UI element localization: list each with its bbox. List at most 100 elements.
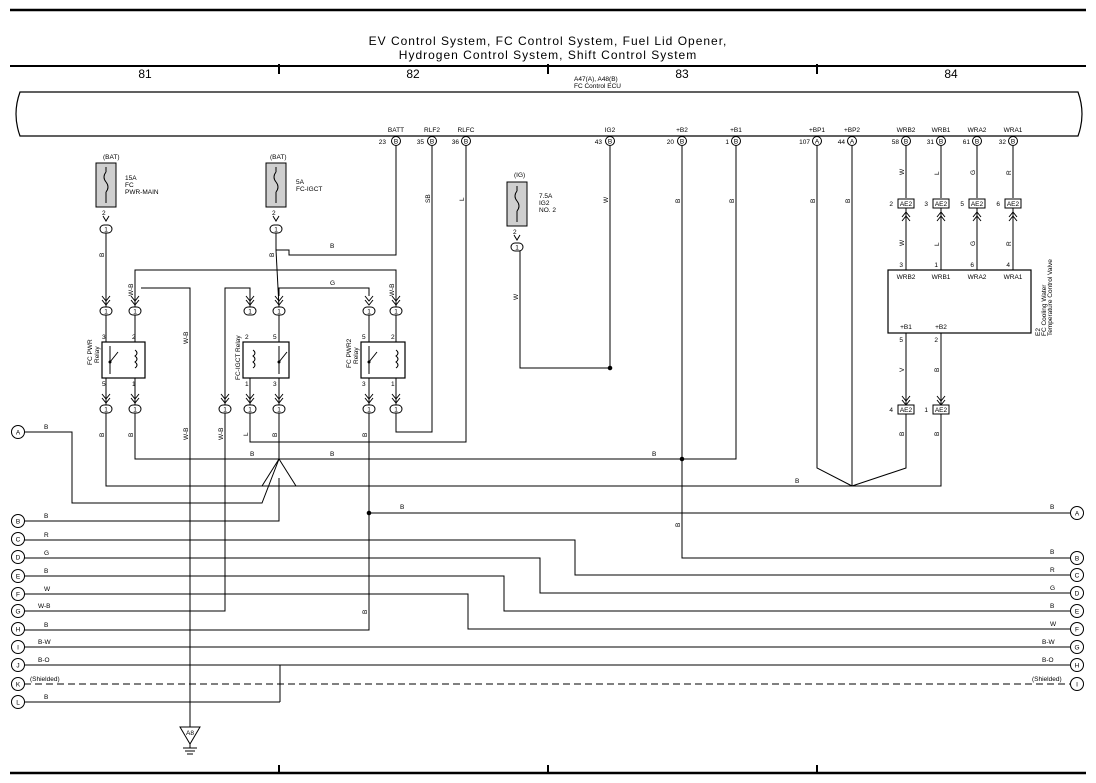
- svg-text:107: 107: [799, 139, 810, 146]
- svg-text:B: B: [362, 610, 369, 614]
- svg-text:(Shielded): (Shielded): [30, 676, 60, 683]
- svg-text:3: 3: [924, 201, 928, 208]
- svg-text:WRA1: WRA1: [1004, 127, 1023, 134]
- svg-text:B: B: [430, 139, 434, 146]
- svg-text:PWR-MAIN: PWR-MAIN: [125, 189, 159, 196]
- svg-text:1: 1: [274, 227, 278, 234]
- svg-text:B: B: [934, 368, 941, 372]
- svg-text:G: G: [1050, 585, 1055, 592]
- svg-text:Relay: Relay: [94, 346, 101, 363]
- svg-text:20: 20: [667, 139, 675, 146]
- ecu-name-label: FC Control ECU: [574, 83, 621, 90]
- svg-text:NO. 2: NO. 2: [539, 207, 556, 214]
- svg-text:B: B: [795, 478, 799, 485]
- svg-text:K: K: [16, 682, 21, 689]
- svg-text:L: L: [934, 171, 941, 175]
- svg-text:1: 1: [394, 407, 398, 414]
- svg-text:1: 1: [248, 407, 252, 414]
- svg-text:H: H: [16, 627, 21, 634]
- svg-text:2: 2: [934, 337, 938, 344]
- wire-color-labels: B W-B W-B B B G W-B SB L W B B B B W B B…: [44, 168, 1013, 614]
- svg-text:B: B: [250, 451, 254, 458]
- svg-text:5: 5: [960, 201, 964, 208]
- svg-text:+B2: +B2: [935, 324, 947, 331]
- svg-text:1: 1: [277, 309, 281, 316]
- fuse-fc-pwr-main: (BAT) 15A FC PWR-MAIN: [95, 154, 159, 208]
- svg-text:WRA1: WRA1: [1004, 274, 1023, 281]
- svg-text:B: B: [99, 433, 106, 437]
- fuse-output-connectors: 2 1 2 1 2 1: [99, 210, 524, 252]
- svg-text:D: D: [16, 555, 21, 562]
- right-row-wire-labels: B B R G B W B-W B-O (Shielded): [1032, 504, 1062, 683]
- svg-text:1: 1: [104, 227, 108, 234]
- svg-text:F: F: [16, 592, 20, 599]
- svg-text:AE2: AE2: [900, 407, 913, 414]
- svg-text:H: H: [1075, 663, 1080, 670]
- svg-text:FC-IGCT: FC-IGCT: [296, 186, 322, 193]
- svg-text:B: B: [608, 139, 612, 146]
- svg-text:1: 1: [277, 407, 281, 414]
- svg-text:B: B: [729, 199, 736, 203]
- section-83: 83: [675, 67, 689, 81]
- svg-text:5A: 5A: [296, 179, 305, 186]
- ecu-pin-name: BATT: [388, 127, 404, 134]
- svg-text:IG2: IG2: [539, 200, 550, 207]
- svg-text:44: 44: [838, 139, 846, 146]
- svg-text:AE2: AE2: [900, 201, 913, 208]
- svg-text:1: 1: [394, 309, 398, 316]
- svg-text:2: 2: [102, 210, 106, 217]
- svg-text:AE2: AE2: [971, 201, 984, 208]
- svg-text:1: 1: [934, 262, 938, 269]
- svg-text:B: B: [464, 139, 468, 146]
- svg-text:B-O: B-O: [1042, 657, 1054, 664]
- svg-text:5: 5: [273, 334, 277, 341]
- svg-text:3: 3: [273, 381, 277, 388]
- valve-e2: WRB2 WRB1 WRA2 WRA1 3 1 6 4 +B1 +B2 5 2 …: [887, 259, 1054, 344]
- ecu-pins: BATT 23 B RLF2 35 B RLFC 36 B IG2 43 B +…: [379, 127, 1023, 146]
- svg-text:Temperature Control Valve: Temperature Control Valve: [1047, 259, 1054, 336]
- relay-fc-pwr: FC PWR Relay 3 2 5 1: [87, 334, 146, 388]
- svg-text:W: W: [603, 196, 610, 203]
- svg-text:B: B: [272, 433, 279, 437]
- svg-text:1: 1: [367, 309, 371, 316]
- svg-text:2: 2: [391, 334, 395, 341]
- svg-text:D: D: [1075, 591, 1080, 598]
- svg-text:G: G: [1074, 645, 1079, 652]
- svg-text:L: L: [243, 432, 250, 436]
- svg-text:7.5A: 7.5A: [539, 193, 553, 200]
- svg-text:FC-IGCT Relay: FC-IGCT Relay: [235, 335, 242, 380]
- svg-text:WRA2: WRA2: [968, 274, 987, 281]
- section-82: 82: [406, 67, 420, 81]
- svg-text:B: B: [939, 139, 943, 146]
- svg-text:R: R: [1006, 241, 1013, 246]
- svg-text:AE2: AE2: [935, 201, 948, 208]
- svg-text:36: 36: [452, 139, 460, 146]
- svg-text:L: L: [934, 242, 941, 246]
- svg-text:B: B: [680, 139, 684, 146]
- svg-text:B: B: [1075, 556, 1079, 563]
- svg-text:58: 58: [892, 139, 900, 146]
- svg-text:1: 1: [924, 407, 928, 414]
- svg-text:W: W: [899, 239, 906, 246]
- svg-text:A8: A8: [186, 730, 194, 737]
- svg-text:W: W: [1050, 621, 1057, 628]
- svg-text:B: B: [934, 432, 941, 436]
- svg-text:W: W: [513, 293, 520, 300]
- svg-text:15A: 15A: [125, 175, 137, 182]
- svg-text:B: B: [269, 253, 276, 257]
- svg-text:A: A: [1075, 511, 1080, 518]
- svg-text:E: E: [1075, 609, 1080, 616]
- svg-text:FC: FC: [125, 182, 134, 189]
- svg-text:5: 5: [362, 334, 366, 341]
- svg-text:+BP1: +BP1: [809, 127, 825, 134]
- svg-text:1: 1: [223, 407, 227, 414]
- svg-text:5: 5: [102, 381, 106, 388]
- svg-text:IG2: IG2: [605, 127, 616, 134]
- svg-text:3: 3: [102, 334, 106, 341]
- svg-text:+B1: +B1: [730, 127, 742, 134]
- svg-text:W: W: [44, 586, 51, 593]
- svg-text:B: B: [899, 432, 906, 436]
- svg-text:2: 2: [889, 201, 893, 208]
- svg-text:B: B: [845, 199, 852, 203]
